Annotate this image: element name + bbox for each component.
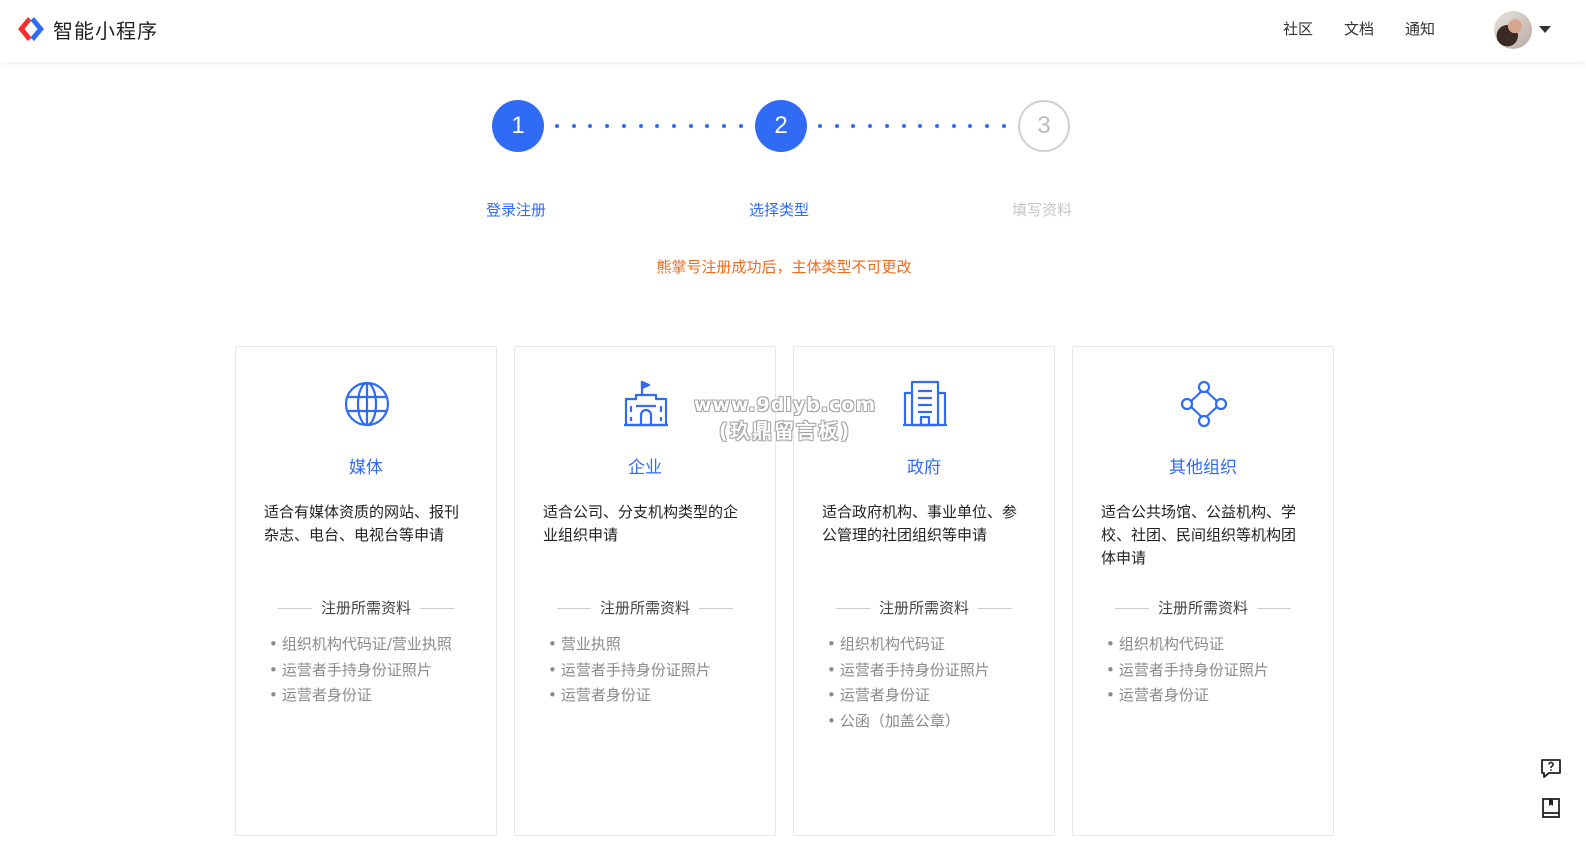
card-title: 政府 bbox=[907, 458, 941, 478]
divider bbox=[1114, 608, 1149, 609]
requirements-heading-text: 注册所需资料 bbox=[599, 599, 690, 617]
requirements-heading: 注册所需资料 bbox=[236, 597, 496, 618]
logo[interactable]: 智能小程序 bbox=[16, 14, 158, 44]
nav-community[interactable]: 社区 bbox=[1283, 20, 1314, 38]
list-item: 营业执照 bbox=[548, 632, 763, 658]
step-2-circle: 2 bbox=[755, 100, 807, 152]
divider bbox=[556, 608, 591, 609]
type-change-warning: 熊掌号注册成功后，主体类型不可更改 bbox=[656, 258, 912, 276]
guide-button[interactable] bbox=[1531, 788, 1571, 828]
avatar[interactable] bbox=[1494, 11, 1532, 49]
requirements-heading-text: 注册所需资料 bbox=[878, 599, 969, 617]
step-1-circle: 1 bbox=[492, 100, 544, 152]
divider bbox=[835, 608, 870, 609]
nav-notifications[interactable]: 通知 bbox=[1405, 20, 1436, 38]
list-item: 运营者手持身份证照片 bbox=[269, 658, 484, 684]
brand-logo-icon bbox=[18, 17, 44, 41]
card-description: 适合政府机构、事业单位、参公管理的社团组织等申请 bbox=[822, 503, 1018, 544]
requirements-list: 组织机构代码证/营业执照 运营者手持身份证照片 运营者身份证 bbox=[269, 632, 484, 709]
step-3-label: 填写资料 bbox=[1011, 201, 1072, 219]
document-icon bbox=[1542, 798, 1560, 818]
card-title: 企业 bbox=[628, 458, 662, 478]
globe-icon bbox=[344, 381, 390, 427]
list-item: 运营者手持身份证照片 bbox=[548, 658, 763, 684]
requirements-heading-text: 注册所需资料 bbox=[1157, 599, 1248, 617]
card-title: 媒体 bbox=[349, 458, 383, 478]
divider bbox=[1257, 608, 1291, 609]
divider bbox=[420, 608, 454, 609]
step-3-circle: 3 bbox=[1018, 100, 1070, 152]
question-bubble-icon bbox=[1541, 759, 1561, 778]
type-card-other-organization[interactable]: 其他组织 适合公共场馆、公益机构、学校、社团、民间组织等机构团体申请 注册所需资… bbox=[1072, 346, 1334, 836]
building-flag-icon bbox=[624, 380, 668, 427]
list-item: 组织机构代码证 bbox=[1106, 632, 1321, 658]
requirements-heading: 注册所需资料 bbox=[515, 597, 775, 618]
nav-docs[interactable]: 文档 bbox=[1344, 20, 1375, 38]
step-3-number: 3 bbox=[1037, 112, 1051, 139]
list-item: 运营者手持身份证照片 bbox=[827, 658, 1042, 684]
step-2-label: 选择类型 bbox=[748, 201, 809, 219]
step-connector-2 bbox=[818, 124, 1006, 128]
step-connector-1 bbox=[555, 124, 743, 128]
divider bbox=[978, 608, 1012, 609]
chevron-down-icon[interactable] bbox=[1539, 26, 1551, 33]
requirements-heading-text: 注册所需资料 bbox=[320, 599, 411, 617]
list-item: 运营者手持身份证照片 bbox=[1106, 658, 1321, 684]
list-item: 运营者身份证 bbox=[269, 683, 484, 709]
card-description: 适合公司、分支机构类型的企业组织申请 bbox=[543, 503, 739, 544]
top-navigation-bar: 智能小程序 社区 文档 通知 bbox=[0, 0, 1586, 62]
app-name: 智能小程序 bbox=[53, 18, 158, 43]
divider bbox=[277, 608, 312, 609]
list-item: 运营者身份证 bbox=[827, 683, 1042, 709]
requirements-list: 组织机构代码证 运营者手持身份证照片 运营者身份证 公函（加盖公章） bbox=[827, 632, 1042, 734]
requirements-list: 营业执照 运营者手持身份证照片 运营者身份证 bbox=[548, 632, 763, 709]
type-card-government[interactable]: 政府 适合政府机构、事业单位、参公管理的社团组织等申请 注册所需资料 组织机构代… bbox=[793, 346, 1055, 836]
list-item: 运营者身份证 bbox=[1106, 683, 1321, 709]
requirements-heading: 注册所需资料 bbox=[794, 597, 1054, 618]
requirements-heading: 注册所需资料 bbox=[1073, 597, 1333, 618]
type-card-enterprise[interactable]: 企业 适合公司、分支机构类型的企业组织申请 注册所需资料 营业执照 运营者手持身… bbox=[514, 346, 776, 836]
divider bbox=[699, 608, 733, 609]
list-item: 组织机构代码证 bbox=[827, 632, 1042, 658]
network-nodes-icon bbox=[1180, 380, 1228, 428]
list-item: 组织机构代码证/营业执照 bbox=[269, 632, 484, 658]
card-description: 适合有媒体资质的网站、报刊杂志、电台、电视台等申请 bbox=[264, 503, 460, 544]
step-1-number: 1 bbox=[511, 112, 525, 139]
card-title: 其他组织 bbox=[1169, 458, 1237, 478]
list-item: 公函（加盖公章） bbox=[827, 709, 1042, 735]
list-item: 运营者身份证 bbox=[548, 683, 763, 709]
step-2-number: 2 bbox=[774, 112, 788, 139]
government-building-icon bbox=[903, 380, 947, 427]
requirements-list: 组织机构代码证 运营者手持身份证照片 运营者身份证 bbox=[1106, 632, 1321, 709]
step-1-label: 登录注册 bbox=[485, 201, 546, 219]
card-description: 适合公共场馆、公益机构、学校、社团、民间组织等机构团体申请 bbox=[1101, 503, 1297, 567]
feedback-button[interactable] bbox=[1531, 748, 1571, 788]
type-card-media[interactable]: 媒体 适合有媒体资质的网站、报刊杂志、电台、电视台等申请 注册所需资料 组织机构… bbox=[235, 346, 497, 836]
